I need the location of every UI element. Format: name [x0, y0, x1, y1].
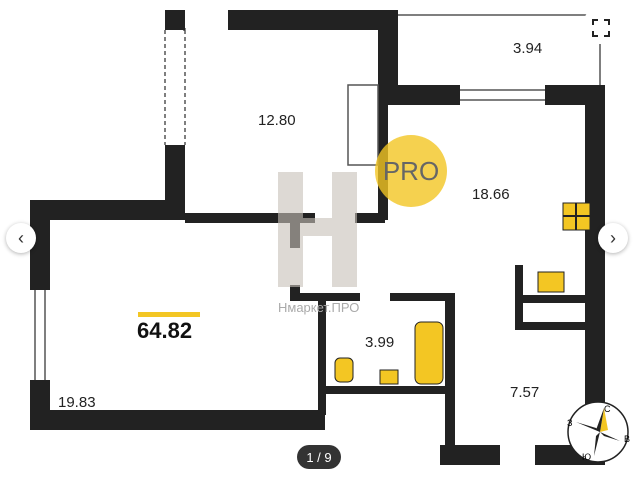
svg-text:С: С — [604, 404, 611, 414]
room-area-kitchen: 18.66 — [472, 186, 510, 203]
compass: С В Ю З — [567, 401, 630, 463]
chevron-right-icon: › — [610, 227, 616, 248]
image-counter: 1 / 9 — [297, 445, 341, 469]
chevron-left-icon: ‹ — [18, 227, 24, 248]
total-area-accent — [138, 312, 200, 317]
washbasin-icon — [379, 369, 399, 385]
h-watermark — [278, 172, 357, 287]
svg-text:З: З — [567, 418, 572, 428]
svg-text:Ю: Ю — [582, 452, 591, 462]
expand-icon — [592, 19, 610, 37]
watermark-text: Нмаркет.ПРО — [278, 300, 360, 315]
sink-icon — [537, 271, 565, 293]
bathtub-icon — [414, 321, 444, 385]
room-area-balcony: 3.94 — [513, 40, 543, 57]
svg-text:В: В — [624, 434, 630, 444]
toilet-icon — [334, 357, 354, 383]
room-area-bedroom: 12.80 — [258, 112, 296, 129]
room-area-bathroom: 3.99 — [365, 334, 395, 351]
room-area-living: 19.83 — [58, 394, 96, 411]
walls — [30, 10, 605, 465]
prev-image-button[interactable]: ‹ — [6, 223, 36, 253]
total-area: 64.82 — [137, 318, 193, 343]
room-area-hall: 7.57 — [510, 384, 540, 401]
next-image-button[interactable]: › — [598, 223, 628, 253]
pro-badge: PRO — [375, 135, 447, 207]
fullscreen-button[interactable] — [585, 12, 617, 44]
fixtures — [334, 202, 591, 385]
